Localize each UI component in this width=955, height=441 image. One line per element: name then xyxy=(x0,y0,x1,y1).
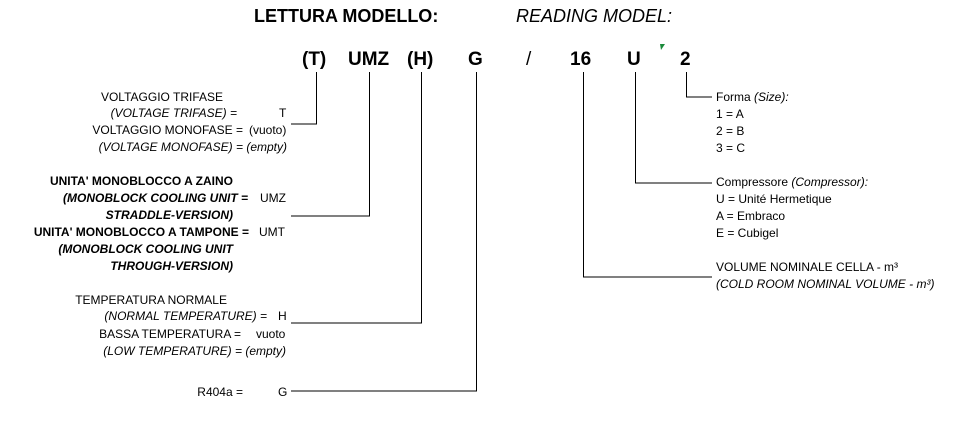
unit-straddle-value: UMZ xyxy=(260,191,286,205)
connector-temperature xyxy=(291,72,422,324)
unit-through-en: (MONOBLOCK COOLING UNIT xyxy=(58,242,233,256)
connector-refrigerant xyxy=(291,72,477,392)
compressor-heading-label: Compressore xyxy=(716,175,789,189)
volume-label: VOLUME NOMINALE CELLA - m³ xyxy=(716,260,899,274)
volume-en: (COLD ROOM NOMINAL VOLUME - m³) xyxy=(716,277,935,291)
unit-through-label: UNITA' MONOBLOCCO A TAMPONE = xyxy=(33,225,249,239)
accent-mark xyxy=(660,44,665,50)
compressor-option-e: E = Cubigel xyxy=(716,226,779,240)
unit-straddle-label: UNITA' MONOBLOCCO A ZAINO xyxy=(49,174,233,188)
unit-straddle-en: (MONOBLOCK COOLING UNIT = xyxy=(63,191,248,205)
code-size: 2 xyxy=(680,49,691,70)
size-heading: Forma (Size): xyxy=(716,89,789,105)
temp-normal-en: (NORMAL TEMPERATURE) = xyxy=(104,309,267,323)
size-heading-en: (Size): xyxy=(754,90,789,104)
voltage-single-phase-value: (vuoto) xyxy=(249,123,287,137)
connector-unit xyxy=(291,72,370,217)
code-compressor: U xyxy=(627,49,641,70)
title-italian: LETTURA MODELLO: xyxy=(254,6,439,26)
size-option-1: 1 = A xyxy=(716,107,744,121)
temp-low-en: (LOW TEMPERATURE) = (empty) xyxy=(103,344,286,358)
connector-size xyxy=(686,72,712,98)
code-unit: UMZ xyxy=(348,49,390,70)
compressor-heading-en: (Compressor): xyxy=(791,175,869,189)
connector-voltage xyxy=(291,72,317,125)
compressor-option-u: U = Unité Hermetique xyxy=(716,192,832,206)
size-option-3: 3 = C xyxy=(716,141,746,155)
code-temperature: (H) xyxy=(407,49,434,70)
size-option-2: 2 = B xyxy=(716,124,745,138)
voltage-three-phase-value: T xyxy=(279,106,287,120)
voltage-three-phase-label: VOLTAGGIO TRIFASE xyxy=(100,90,223,104)
unit-through-en-2: THROUGH-VERSION) xyxy=(110,259,233,273)
connector-compressor xyxy=(635,72,712,184)
code-separator: / xyxy=(526,49,532,70)
voltage-single-phase-label: VOLTAGGIO MONOFASE = xyxy=(92,123,243,137)
compressor-heading: Compressore (Compressor): xyxy=(716,174,868,190)
voltage-single-phase-en: (VOLTAGE MONOFASE) = (empty) xyxy=(98,140,287,154)
temp-normal-value: H xyxy=(278,309,287,323)
unit-through-value: UMT xyxy=(259,225,285,239)
unit-straddle-en-2: STRADDLE-VERSION) xyxy=(105,208,233,222)
refrigerant-value: G xyxy=(278,385,288,399)
size-heading-label: Forma xyxy=(716,90,751,104)
voltage-three-phase-en: (VOLTAGE TRIFASE) = xyxy=(110,106,237,120)
temp-normal-label: TEMPERATURA NORMALE xyxy=(75,293,227,307)
code-refrigerant: G xyxy=(468,49,483,70)
title-english: READING MODEL: xyxy=(516,6,673,26)
connector-volume xyxy=(583,72,712,278)
compressor-option-a: A = Embraco xyxy=(716,209,786,223)
temp-low-value: vuoto xyxy=(256,327,286,341)
code-volume: 16 xyxy=(570,49,592,70)
code-voltage: (T) xyxy=(302,49,327,70)
temp-low-label: BASSA TEMPERATURA = xyxy=(99,327,241,341)
refrigerant-label: R404a = xyxy=(197,385,243,399)
